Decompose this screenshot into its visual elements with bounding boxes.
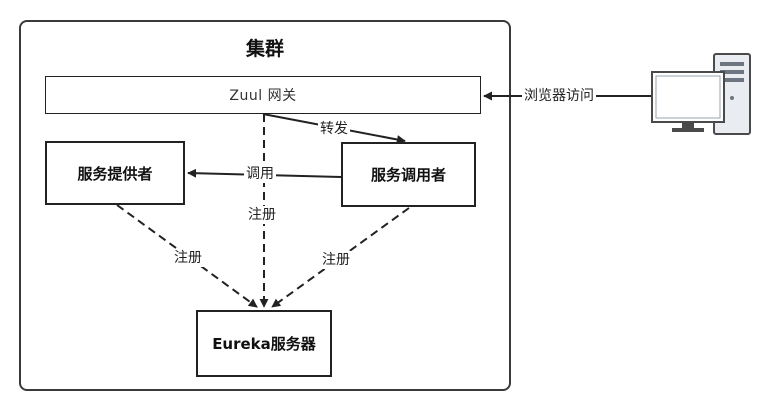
provider-register-label: 注册: [172, 249, 204, 267]
service-consumer-node: 服务调用者: [341, 142, 476, 207]
desktop-computer-icon: [651, 53, 751, 135]
provider-register-arrow: [116, 204, 258, 308]
cluster-boundary: [19, 20, 511, 391]
forward-label: 转发: [318, 120, 350, 138]
eureka-server-node: Eureka服务器: [196, 310, 332, 377]
cluster-title: 集群: [245, 38, 284, 60]
browser-access-label: 浏览器访问: [522, 87, 596, 105]
consumer-register-label: 注册: [320, 251, 352, 269]
zuul-gateway-node: Zuul 网关: [45, 76, 481, 114]
call-label: 调用: [244, 165, 276, 183]
gateway-register-label: 注册: [246, 206, 278, 224]
service-provider-node: 服务提供者: [45, 141, 185, 205]
